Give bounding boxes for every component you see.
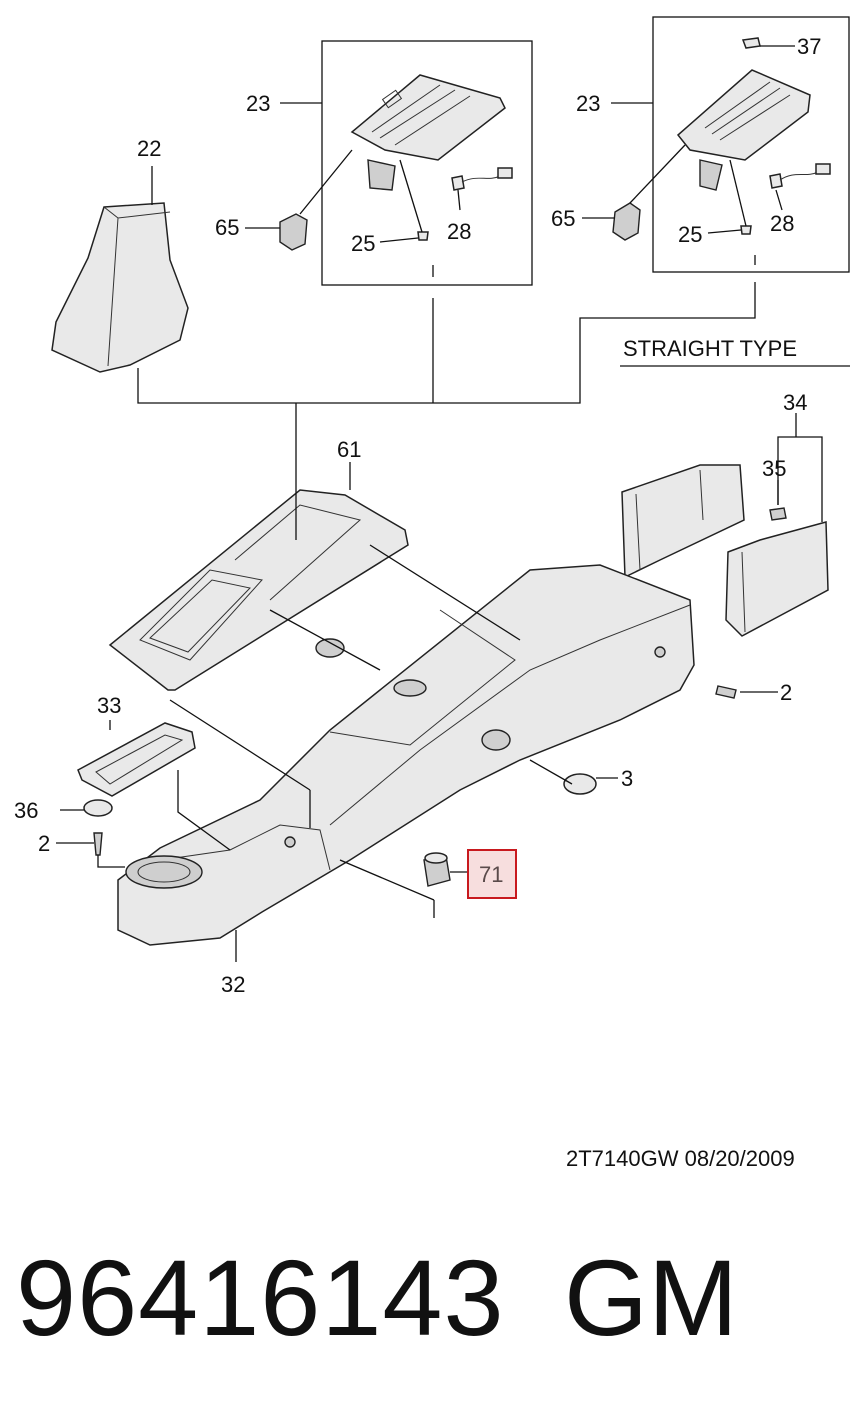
shifter-box-right — [652, 16, 850, 273]
callout-3: 3 — [621, 766, 633, 791]
callout-71: 71 — [479, 862, 503, 887]
callout-35: 35 — [762, 456, 786, 481]
plug-3 — [563, 773, 597, 795]
callout-25-left: 25 — [351, 231, 375, 256]
shift-lever-boot-frame-right-65 — [612, 202, 641, 241]
shift-lever-boot-frame-left-65 — [279, 213, 308, 251]
callout-34: 34 — [783, 390, 807, 415]
leader-lines — [56, 45, 823, 962]
manufacturer: GM — [564, 1237, 738, 1358]
console-body-32 — [117, 564, 695, 946]
part-number: 96416143 — [16, 1237, 505, 1358]
shift-boot-22 — [51, 202, 189, 373]
screw-25-left — [417, 231, 429, 241]
clip-35 — [769, 507, 787, 521]
callout-61: 61 — [337, 437, 361, 462]
callout-65-right: 65 — [551, 206, 575, 231]
side-cover-34b — [725, 521, 829, 637]
callout-22: 22 — [137, 136, 161, 161]
highlight-box-71 — [467, 849, 517, 899]
callout-28-right: 28 — [770, 211, 794, 236]
console-panel-61 — [108, 489, 409, 691]
side-cover-34a — [621, 464, 745, 579]
callout-25-right: 25 — [678, 222, 702, 247]
screw-2-right — [715, 685, 737, 699]
cover-37 — [741, 37, 761, 49]
callout-65-left: 65 — [215, 215, 239, 240]
callout-37: 37 — [797, 34, 821, 59]
straight-type-label: STRAIGHT TYPE — [623, 336, 797, 361]
drawing-code: 2T7140GW 08/20/2009 — [566, 1146, 795, 1171]
callout-32: 32 — [221, 972, 245, 997]
callout-28-left: 28 — [447, 219, 471, 244]
shifter-box-left — [321, 40, 533, 286]
bulb-harness-28-right — [769, 163, 831, 189]
bulb-harness-28-left — [451, 167, 513, 191]
tray-33 — [77, 722, 196, 797]
power-outlet-71 — [423, 852, 451, 887]
callout-23-right: 23 — [576, 91, 600, 116]
callout-2-left: 2 — [38, 831, 50, 856]
screw-25-right — [740, 225, 752, 235]
callout-23-left: 23 — [246, 91, 270, 116]
callout-36: 36 — [14, 798, 38, 823]
screw-2-left — [93, 832, 103, 856]
shifter-indicator-plate-left — [350, 74, 506, 191]
callout-2-right: 2 — [780, 680, 792, 705]
shifter-indicator-plate-right — [676, 69, 811, 191]
cap-36 — [83, 799, 113, 817]
callout-33: 33 — [97, 693, 121, 718]
